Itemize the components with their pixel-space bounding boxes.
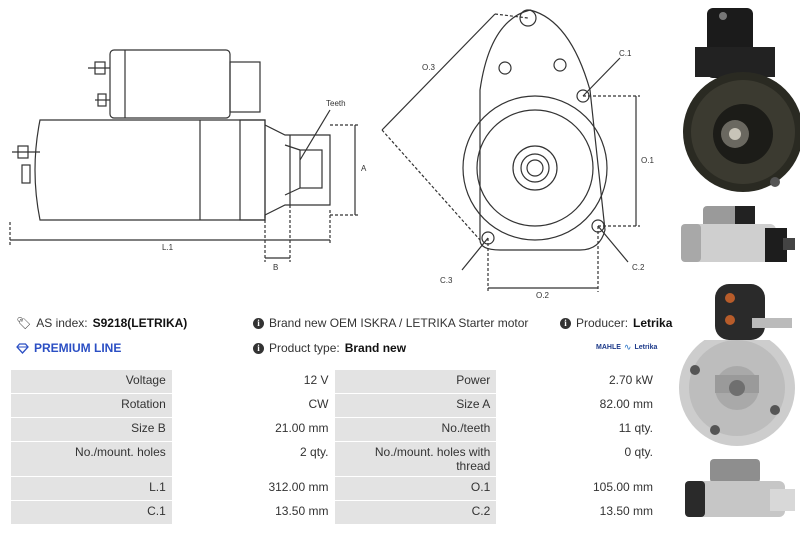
spec-label: Voltage: [10, 369, 173, 394]
product-photo-rear-top: [700, 280, 800, 344]
product-photo-side: [675, 200, 800, 280]
label-dimension-a: A: [361, 164, 367, 173]
producer: i Producer: Letrika: [560, 316, 672, 330]
product-type-label: Product type:: [269, 341, 340, 355]
product-type-value: Brand new: [344, 341, 407, 355]
spec-label: L.1: [10, 476, 173, 501]
label-o3: O.3: [422, 63, 435, 72]
as-index-label: AS index:: [36, 316, 88, 330]
product-photo-side-2: [675, 455, 800, 533]
spec-value: 13.50 mm: [496, 500, 660, 525]
info-icon: i: [253, 317, 264, 329]
front-view-diagram: [381, 9, 640, 292]
info-icon: i: [560, 317, 571, 329]
producer-label: Producer:: [576, 316, 629, 330]
spec-value: 12 V: [172, 369, 336, 394]
spec-label: Size B: [10, 417, 173, 442]
product-type: i Product type: Brand new: [253, 341, 406, 355]
as-index: 🏷 AS index: S9218(LETRIKA): [16, 316, 187, 330]
spec-value: CW: [172, 393, 336, 418]
description-text: Brand new OEM ISKRA / LETRIKA Starter mo…: [269, 316, 529, 330]
spec-value: 21.00 mm: [172, 417, 336, 442]
spec-value: 82.00 mm: [496, 393, 660, 418]
producer-value: Letrika: [633, 316, 673, 330]
brand-logo: MAHLE ∿ Letrika: [596, 342, 657, 353]
spec-label: Power: [334, 369, 498, 394]
label-o1: O.1: [641, 156, 654, 165]
spec-label: No./mount. holes with thread: [334, 441, 498, 477]
spec-value: 11 qty.: [496, 417, 660, 442]
label-c2: C.2: [632, 263, 645, 272]
wave-icon: ∿: [623, 342, 632, 352]
spec-label: Rotation: [10, 393, 173, 418]
spec-label: C.2: [334, 500, 498, 525]
spec-value: 2.70 kW: [496, 369, 660, 394]
label-teeth: Teeth: [326, 99, 346, 108]
label-c1: C.1: [619, 49, 632, 58]
spec-label: Size A: [334, 393, 498, 418]
diamond-icon: [16, 342, 29, 354]
label-c3: C.3: [440, 276, 453, 285]
spec-value: 0 qty.: [496, 441, 660, 477]
label-o2: O.2: [536, 291, 549, 300]
spec-label: O.1: [334, 476, 498, 501]
label-dimension-l1: L.1: [162, 243, 174, 252]
spec-value: 13.50 mm: [172, 500, 336, 525]
mahle-logo-text: MAHLE: [596, 344, 621, 351]
spec-value: 105.00 mm: [496, 476, 660, 501]
tags-icon: 🏷: [16, 316, 32, 330]
label-dimension-b: B: [273, 263, 279, 272]
as-index-value: S9218(LETRIKA): [92, 316, 188, 330]
side-view-diagram: [9, 49, 360, 262]
description: i Brand new OEM ISKRA / LETRIKA Starter …: [253, 316, 528, 330]
spec-label: No./teeth: [334, 417, 498, 442]
spec-label: No./mount. holes: [10, 441, 173, 477]
spec-value: 2 qty.: [172, 441, 336, 477]
spec-label: C.1: [10, 500, 173, 525]
product-photo-front: [675, 2, 800, 202]
info-icon: i: [253, 342, 264, 354]
product-photo-rear: [675, 340, 800, 450]
letrika-logo-text: Letrika: [634, 344, 658, 351]
premium-line-label: PREMIUM LINE: [34, 341, 122, 355]
spec-value: 312.00 mm: [172, 476, 336, 501]
premium-line: PREMIUM LINE: [16, 341, 121, 355]
